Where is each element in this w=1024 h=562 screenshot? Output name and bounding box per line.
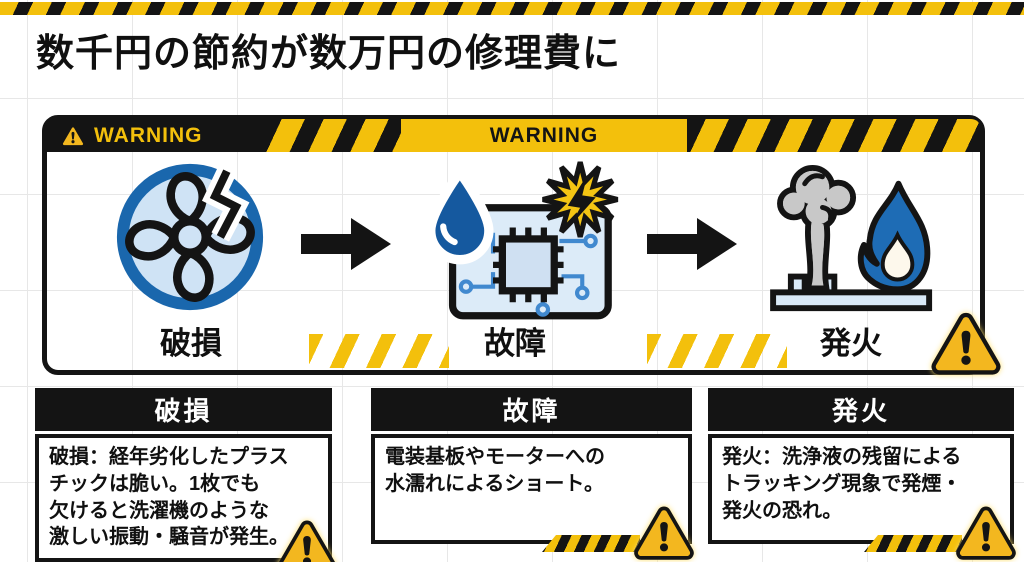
detail-box-header: 故障 [371, 388, 692, 431]
warning-triangle-icon [61, 125, 85, 147]
broken-fan-icon [116, 163, 264, 311]
warning-banner-center: WARNING [401, 119, 687, 152]
hazard-stripes-segment [864, 535, 962, 552]
step-label-kosho: 故障 [484, 326, 546, 361]
flame [857, 180, 931, 293]
warning-triangle-icon [955, 504, 1017, 561]
warning-triangle-icon [930, 310, 1002, 376]
spark-burst-icon [542, 161, 619, 238]
detail-box-header: 発火 [708, 388, 1014, 431]
board-base [770, 273, 933, 312]
hazard-stripes-segment [542, 535, 640, 552]
water-drop-icon [426, 164, 494, 265]
detail-box-hason: 破損 破損：経年劣化したプラス チックは脆い。1枚でも 欠けると洗濯機のような … [35, 388, 332, 562]
right-arrow-icon [301, 218, 391, 270]
detail-box-body: 破損：経年劣化したプラス チックは脆い。1枚でも 欠けると洗濯機のような 激しい… [35, 434, 332, 562]
wet-circuit-board-icon [426, 161, 619, 320]
yellow-stripes-decoration [309, 334, 449, 368]
page-title: 数千円の節約が数万円の修理費に [36, 33, 622, 75]
detail-box-body: 電装基板やモーターへの 水濡れによるショート。 [371, 434, 692, 544]
right-arrow-icon [647, 218, 737, 270]
step-label-hason: 破損 [160, 326, 222, 361]
step-label-hakka: 発火 [820, 326, 882, 361]
yellow-stripes-decoration [647, 334, 787, 368]
hazard-stripe-top [0, 2, 1024, 15]
warning-panel: WARNING WARNING 破損 [42, 115, 985, 375]
smoke-and-fire-icon [770, 164, 933, 312]
detail-box-hakka: 発火 発火：洗浄液の残留による トラッキング現象で発煙・ 発火の恐れ。 [708, 388, 1014, 544]
warning-banner: WARNING WARNING [46, 119, 981, 152]
warning-banner-left: WARNING [46, 119, 263, 152]
warning-label-center: WARNING [489, 123, 599, 147]
warning-triangle-icon [633, 504, 695, 561]
warning-triangle-icon [276, 518, 338, 562]
warning-label-left: WARNING [94, 123, 203, 147]
detail-box-body: 発火：洗浄液の残留による トラッキング現象で発煙・ 発火の恐れ。 [708, 434, 1014, 544]
detail-box-header: 破損 [35, 388, 332, 431]
hazard-stripes-segment [263, 119, 401, 152]
hazard-stripes-segment [687, 119, 981, 152]
detail-box-kosho: 故障 電装基板やモーターへの 水濡れによるショート。 [371, 388, 692, 544]
